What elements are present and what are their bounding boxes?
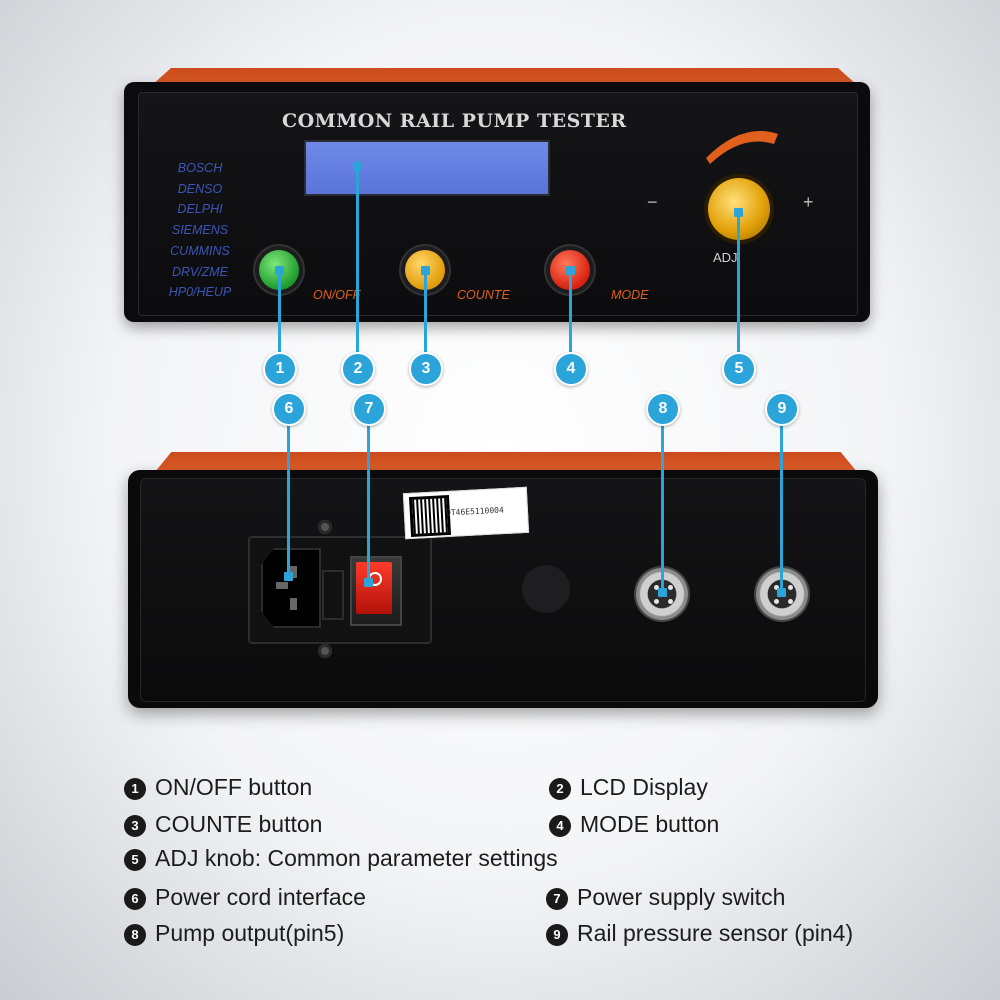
- legend-item-1: 1 ON/OFF button: [124, 774, 312, 801]
- callout-7: 7: [352, 392, 386, 426]
- power-cord-socket[interactable]: [261, 548, 321, 628]
- connector-pin: [668, 599, 673, 604]
- brand-list: BOSCH DENSO DELPHI SIEMENS CUMMINS DRV/Z…: [160, 158, 240, 303]
- callout-1: 1: [263, 352, 297, 386]
- callout-dot: [658, 588, 667, 597]
- screw: [318, 644, 332, 658]
- brand-label: HP0/HEUP: [168, 285, 232, 300]
- qr-code: [408, 494, 452, 538]
- callout-dot: [566, 266, 575, 275]
- legend-item-9: 9 Rail pressure sensor (pin4): [546, 920, 853, 947]
- connector-pin: [654, 585, 659, 590]
- connector-pin: [774, 585, 779, 590]
- callout-dot: [353, 162, 362, 171]
- callout-8: 8: [646, 392, 680, 426]
- brand-label: BOSCH: [177, 161, 223, 175]
- knob-plus-sign: +: [803, 192, 814, 212]
- callout-line: [287, 420, 290, 578]
- socket-pin: [290, 598, 297, 610]
- fuse-holder: [322, 570, 344, 620]
- callout-dot: [364, 578, 373, 587]
- callout-dot: [284, 572, 293, 581]
- legend-text: Power cord interface: [155, 884, 366, 910]
- legend-number: 3: [124, 815, 146, 837]
- legend-number: 9: [546, 924, 568, 946]
- legend-text: Rail pressure sensor (pin4): [577, 920, 854, 946]
- callout-line: [780, 420, 783, 592]
- device-title: COMMON RAIL PUMP TESTER: [282, 110, 627, 132]
- knob-minus-sign: −: [647, 192, 658, 212]
- callout-line: [356, 166, 359, 356]
- callout-line: [569, 270, 572, 356]
- callout-line: [661, 420, 664, 592]
- adj-label: ADJ.: [713, 250, 742, 265]
- connector-pin: [668, 585, 673, 590]
- callout-3: 3: [409, 352, 443, 386]
- legend-number: 5: [124, 849, 146, 871]
- callout-6: 6: [272, 392, 306, 426]
- brand-label: DENSO: [177, 181, 223, 196]
- callout-9: 9: [765, 392, 799, 426]
- brand-label: SIEMENS: [171, 223, 229, 238]
- legend-item-3: 3 COUNTE button: [124, 811, 322, 838]
- legend-text: Power supply switch: [577, 884, 786, 910]
- legend-number: 6: [124, 888, 146, 910]
- mode-label: MODE: [611, 288, 649, 302]
- screw: [318, 520, 332, 534]
- callout-dot: [421, 266, 430, 275]
- brand-label: DRV/ZME: [171, 264, 229, 279]
- callout-line: [278, 270, 281, 356]
- callout-4: 4: [554, 352, 588, 386]
- brand-label: CUMMINS: [170, 243, 230, 258]
- callout-dot: [734, 208, 743, 217]
- legend-item-5: 5 ADJ knob: Common parameter settings: [124, 845, 558, 872]
- legend-text: MODE button: [580, 811, 720, 837]
- callout-line: [367, 420, 370, 582]
- legend-text: ON/OFF button: [155, 774, 313, 800]
- legend-number: 1: [124, 778, 146, 800]
- callout-line: [737, 212, 740, 356]
- legend-text: ADJ knob: Common parameter settings: [155, 845, 558, 871]
- legend-number: 2: [549, 778, 571, 800]
- connector-pin: [654, 599, 659, 604]
- legend-text: COUNTE button: [155, 811, 323, 837]
- lcd-display: [304, 140, 550, 196]
- callout-line: [424, 270, 427, 356]
- callout-dot: [777, 588, 786, 597]
- legend-text: LCD Display: [580, 774, 708, 800]
- callout-5: 5: [722, 352, 756, 386]
- onoff-label: ON/OFF: [313, 288, 361, 302]
- connector-pin: [774, 599, 779, 604]
- counte-label: COUNTE: [457, 288, 510, 302]
- legend-item-6: 6 Power cord interface: [124, 884, 366, 911]
- power-supply-switch[interactable]: [356, 562, 392, 614]
- connector-pin: [788, 599, 793, 604]
- legend-item-4: 4 MODE button: [549, 811, 719, 838]
- knob-arc-indicator: [706, 131, 778, 164]
- legend-number: 8: [124, 924, 146, 946]
- connector-pin: [788, 585, 793, 590]
- legend-number: 4: [549, 815, 571, 837]
- legend-text: Pump output(pin5): [155, 920, 345, 946]
- socket-pin: [290, 566, 297, 578]
- callout-dot: [275, 266, 284, 275]
- socket-pin: [276, 582, 288, 589]
- legend-item-7: 7 Power supply switch: [546, 884, 785, 911]
- panel-hole: [522, 565, 570, 613]
- legend-item-2: 2 LCD Display: [549, 774, 708, 801]
- callout-2: 2: [341, 352, 375, 386]
- brand-label: DELPHI: [177, 202, 223, 217]
- legend-item-8: 8 Pump output(pin5): [124, 920, 344, 947]
- legend-number: 7: [546, 888, 568, 910]
